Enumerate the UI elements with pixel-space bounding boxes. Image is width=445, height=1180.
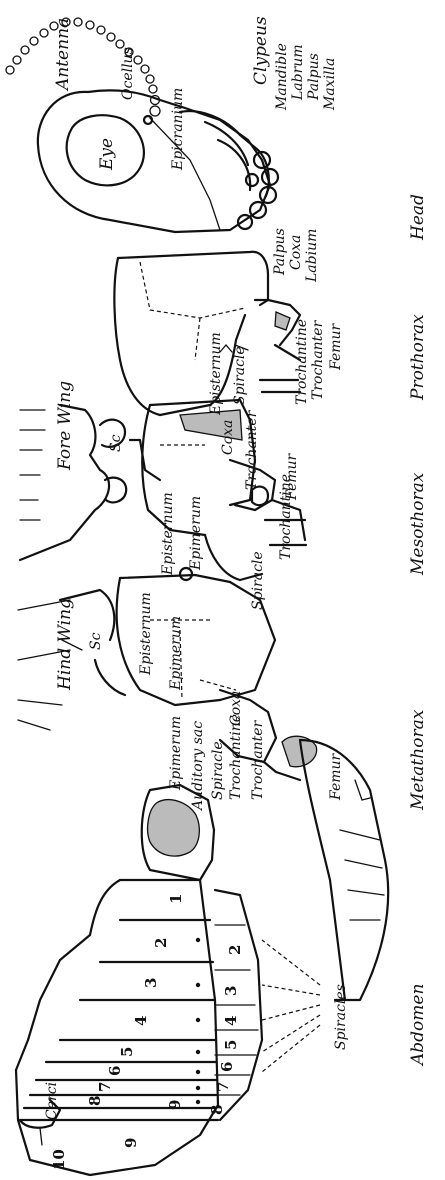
label-epimerum-meta: Epimerum — [168, 616, 184, 691]
abdomen-drawing — [16, 785, 320, 1175]
label-episternum-pro: Episternum — [208, 332, 224, 416]
sternite-number: 6 — [218, 1062, 236, 1072]
tergite-number: 5 — [118, 1047, 136, 1057]
label-epimerum-meso: Epimerum — [188, 496, 204, 571]
label-prothorax: Prothorax — [408, 314, 428, 401]
label-mesothorax: Mesothorax — [408, 472, 428, 576]
label-labium: Labium — [304, 229, 320, 283]
label-antenna: Antenna — [53, 18, 73, 92]
label-clypeus: Clypeus — [251, 16, 271, 85]
label-spiracle-meta: Spiracle — [210, 741, 226, 800]
sternite-number: 8 — [208, 1105, 226, 1115]
label-spiracle-pro: Spiracle — [232, 346, 248, 405]
label-mandible: Mandible — [274, 43, 290, 111]
label-coxa-pro: Coxa — [288, 235, 304, 270]
label-coxa-meso: Coxa — [220, 420, 236, 455]
ocellus-dot — [144, 116, 152, 124]
label-epicranium: Epicranium — [170, 88, 186, 171]
label-fore-wing: Fore Wing — [55, 381, 75, 471]
label-femur-pro: Femur — [328, 322, 344, 371]
tergite-number: 9 — [122, 1138, 140, 1148]
label-episternum-meta: Episternum — [138, 592, 154, 676]
label-maxilla: Maxilla — [322, 58, 338, 111]
label-abdomen: Abdomen — [408, 984, 428, 1067]
sternite-number: 3 — [222, 986, 240, 996]
tergite-number: 1 — [167, 894, 185, 904]
sternite-number: 2 — [226, 945, 244, 955]
tergite-number: 10 — [50, 1149, 68, 1170]
label-sc-fore: Sc — [108, 434, 124, 452]
label-femur-meso: Femur — [284, 452, 300, 501]
label-auditory-sac: Auditory sac — [190, 721, 206, 812]
sternite-number: 7 — [214, 1082, 232, 1092]
label-metathorax: Metathorax — [408, 709, 428, 811]
tergite-number: 2 — [152, 938, 170, 948]
sternite-number: 9 — [166, 1100, 184, 1110]
label-cerci: Cerci — [44, 1082, 60, 1120]
label-trochanter-meso: Trochanter — [244, 409, 260, 490]
label-trochantine-pro: Trochantine — [294, 319, 310, 405]
label-femur-meta: Femur — [328, 752, 344, 801]
label-palpus-lower: Palpus — [272, 228, 288, 276]
label-eye: Eye — [97, 138, 117, 171]
label-ocellus: Ocellus — [120, 47, 136, 100]
tergite-number: 4 — [132, 1016, 150, 1026]
label-spiracles: Spiracles — [333, 984, 349, 1050]
label-trochanter-pro: Trochanter — [310, 319, 326, 400]
label-head: Head — [408, 194, 428, 241]
label-epimerum-abd: Epimerum — [168, 716, 184, 791]
label-spiracle-meso: Spiracle — [250, 551, 266, 610]
head-drawing — [6, 18, 278, 232]
label-trochantine-meta: Trochantine — [228, 714, 244, 800]
tergite-number: 8 — [86, 1096, 104, 1106]
antenna-drawing — [6, 18, 160, 116]
label-sc-hind: Sc — [88, 632, 104, 650]
tergite-number: 3 — [142, 978, 160, 988]
label-hind-wing: Hind Wing — [55, 598, 75, 691]
sternite-number: 4 — [222, 1016, 240, 1026]
label-labrum: Labrum — [290, 44, 306, 101]
sternite-number: 5 — [222, 1040, 240, 1050]
label-palpus-upper: Palpus — [306, 53, 322, 101]
tergite-number: 6 — [106, 1066, 124, 1076]
label-trochanter-meta: Trochanter — [250, 719, 266, 800]
tergite-number: 7 — [96, 1082, 114, 1092]
label-episternum-meso: Episternum — [160, 492, 176, 576]
